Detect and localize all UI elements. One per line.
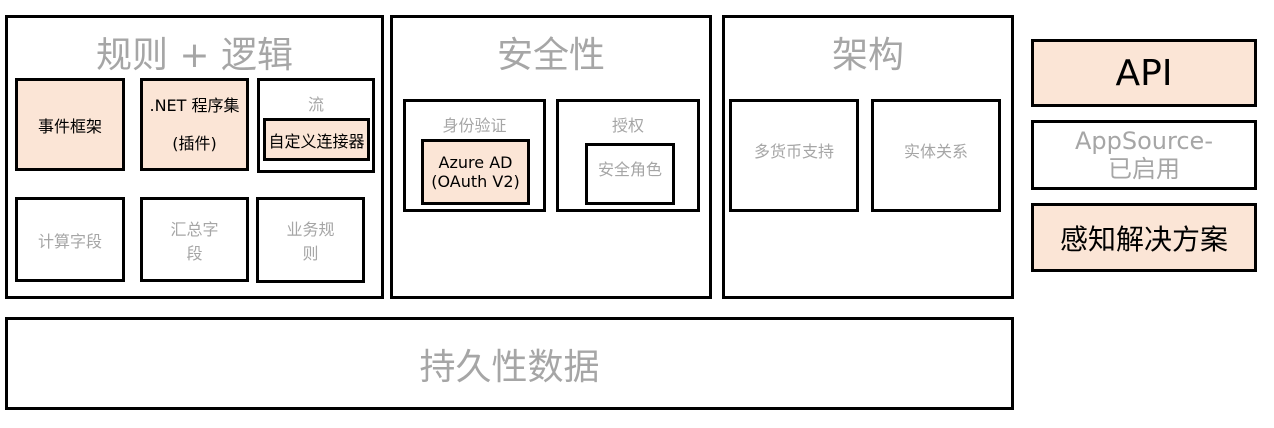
rules-logic-title: 规则 + 逻辑 — [95, 35, 294, 76]
rollup-label-1: 汇总字 — [170, 219, 219, 239]
azure-ad-box: Azure AD(OAuth V2) — [421, 139, 530, 205]
event-framework-box: 事件框架 — [15, 78, 125, 171]
entity-relations-box: 实体关系 — [871, 99, 1001, 212]
authorization-label: 授权 — [611, 116, 644, 135]
azure-label-2: (OAuth V2) — [431, 172, 520, 191]
api-box: API — [1031, 39, 1257, 107]
entity-relations-label: 实体关系 — [903, 142, 968, 161]
security-roles-label: 安全角色 — [597, 160, 662, 179]
persistence-section: 持久性数据 — [5, 317, 1014, 410]
azure-label-1: Azure AD — [438, 153, 513, 172]
rollup-fields-box: 汇总字段 — [140, 197, 249, 282]
plugin-label: (插件) — [172, 133, 217, 153]
custom-connector-box: 自定义连接器 — [263, 118, 370, 161]
flow-label: 流 — [307, 95, 324, 114]
security-roles-box: 安全角色 — [585, 143, 675, 205]
rollup-label-2: 段 — [186, 243, 203, 263]
architecture-title: 架构 — [831, 35, 904, 76]
appsource-label-2: 已启用 — [1108, 155, 1180, 183]
authentication-label: 身份验证 — [442, 116, 507, 135]
multi-currency-label: 多货币支持 — [753, 142, 834, 161]
solution-aware-label: 感知解决方案 — [1059, 222, 1228, 256]
appsource-box: AppSource-已启用 — [1031, 120, 1257, 190]
persistence-title: 持久性数据 — [419, 346, 600, 388]
calculated-fields-box: 计算字段 — [15, 197, 125, 282]
business-label-2: 则 — [302, 244, 319, 263]
event-framework-label: 事件框架 — [37, 116, 102, 136]
business-rules-box: 业务规则 — [256, 197, 365, 283]
api-label: API — [1115, 52, 1173, 94]
business-label-1: 业务规 — [286, 220, 335, 239]
appsource-label-1: AppSource- — [1075, 127, 1213, 155]
security-title: 安全性 — [496, 35, 605, 76]
calculated-fields-label: 计算字段 — [37, 231, 102, 251]
solution-aware-box: 感知解决方案 — [1031, 203, 1257, 272]
net-assembly-label: .NET 程序集 — [149, 95, 240, 115]
multi-currency-box: 多货币支持 — [729, 99, 859, 212]
custom-connector-label: 自定义连接器 — [268, 131, 365, 151]
net-assembly-box: .NET 程序集 (插件) — [140, 78, 249, 171]
